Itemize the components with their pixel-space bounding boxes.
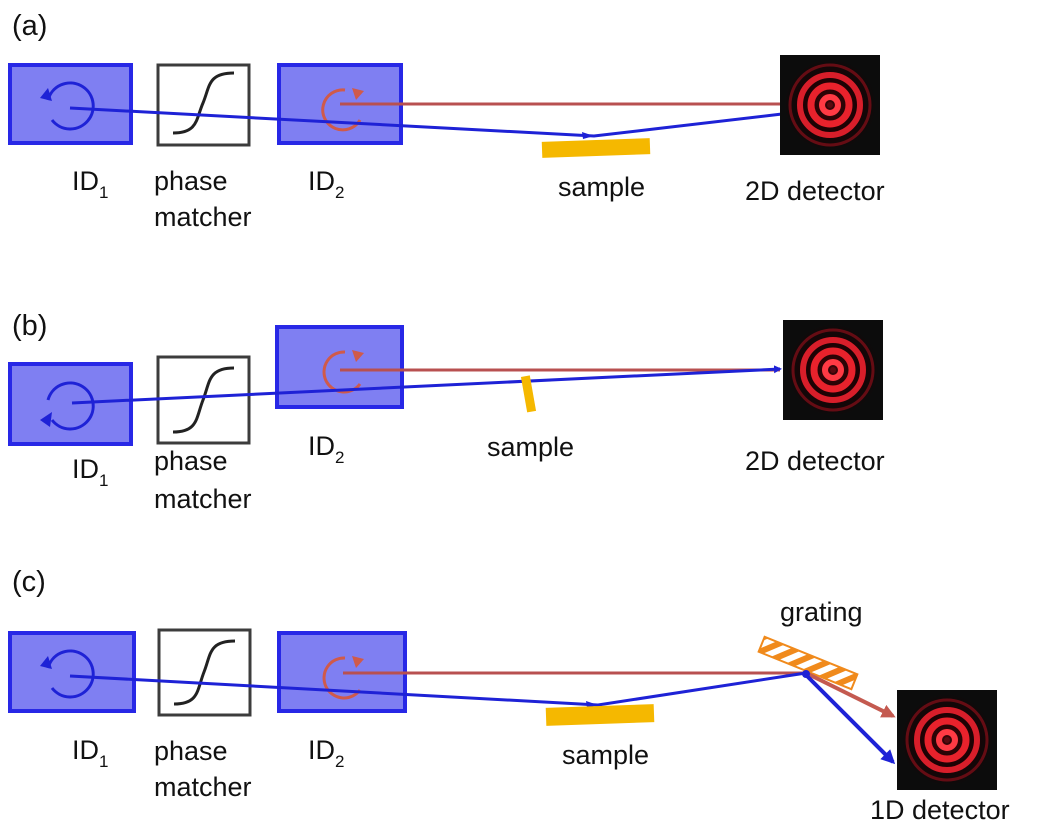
blue-beam xyxy=(71,365,782,405)
detector-label: 2D detector xyxy=(745,446,885,476)
grating xyxy=(757,635,859,691)
id1-box xyxy=(8,631,136,713)
detector-label: 2D detector xyxy=(745,176,885,206)
id1-label: ID1 xyxy=(72,735,108,771)
id1-box xyxy=(8,63,133,145)
rotation-arrowhead-icon xyxy=(40,656,52,669)
detector-image xyxy=(783,320,883,420)
id2-box xyxy=(275,325,404,409)
beam-arrowhead xyxy=(586,701,598,708)
phase-curve-icon xyxy=(173,639,236,706)
polarization-circle-icon xyxy=(322,656,362,700)
rotation-arrowhead-icon xyxy=(352,88,364,100)
phase-label-line2: matcher xyxy=(154,772,252,802)
beam-arrowhead xyxy=(582,132,594,139)
phase-curve-icon xyxy=(172,366,235,434)
polarization-circle-icon xyxy=(46,81,95,131)
phase-label-line2: matcher xyxy=(154,202,252,232)
sample-label: sample xyxy=(562,740,649,770)
panel-tag: (a) xyxy=(12,10,47,42)
sample-plate xyxy=(520,375,537,413)
rotation-arrowhead-icon xyxy=(352,350,364,362)
panel-c: (c) ID1 phase matcher ID2 sample grating… xyxy=(8,566,1010,825)
id1-label: ID1 xyxy=(72,166,108,202)
panel-a: (a) ID1 phase matcher ID2 sample 2D dete… xyxy=(8,10,885,232)
sample-label: sample xyxy=(487,432,574,462)
sample-plate xyxy=(541,138,651,158)
rotation-arrowhead-icon xyxy=(40,412,52,427)
panel-tag: (c) xyxy=(12,566,46,598)
detector-image xyxy=(780,55,880,155)
diffracted-blue-beam xyxy=(804,673,896,765)
rotation-arrowhead-icon xyxy=(40,88,52,101)
phase-label-line1: phase xyxy=(154,736,228,766)
grating-label: grating xyxy=(780,597,863,627)
detector-image xyxy=(897,690,997,790)
id2-label: ID2 xyxy=(308,431,344,467)
sample-label: sample xyxy=(558,172,645,202)
sample-plate xyxy=(545,704,655,726)
id2-label: ID2 xyxy=(308,166,344,202)
polarization-circle-icon xyxy=(321,88,362,132)
panel-tag: (b) xyxy=(12,310,47,342)
id2-label: ID2 xyxy=(308,735,344,771)
diffracted-red-beam xyxy=(805,671,896,718)
polarization-circle-icon xyxy=(46,649,95,699)
detector-label: 1D detector xyxy=(870,795,1010,825)
grating-beam-spot xyxy=(802,670,810,678)
phase-curve-icon xyxy=(172,71,235,135)
id1-box xyxy=(8,362,133,446)
phase-label-line1: phase xyxy=(154,446,228,476)
phase-label-line2: matcher xyxy=(154,484,252,514)
phase-label-line1: phase xyxy=(154,166,228,196)
rotation-arrowhead-icon xyxy=(352,656,364,668)
id1-label: ID1 xyxy=(72,454,108,490)
panel-b: (b) ID1 phase matcher ID2 sample 2D dete… xyxy=(8,310,885,514)
